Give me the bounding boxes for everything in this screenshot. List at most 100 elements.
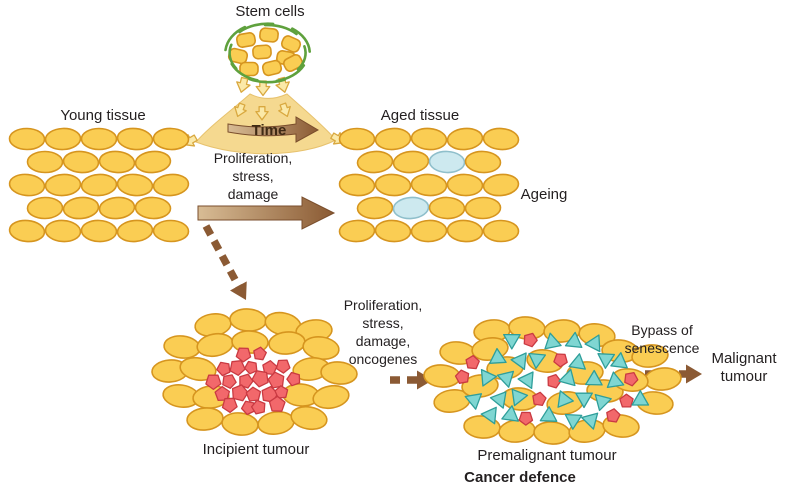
- tumour-red-cell: [624, 371, 639, 387]
- tissue-cell: [44, 219, 82, 243]
- green-squiggle: [296, 45, 307, 71]
- tissue-cell: [464, 150, 502, 174]
- proliferation-line-3: damage: [228, 186, 279, 202]
- tumour-red-cell: [275, 359, 291, 374]
- tumour-red-cell: [239, 373, 254, 389]
- tissue-cell: [98, 196, 136, 220]
- tumour-yellow-cell: [163, 335, 201, 359]
- tumour-red-cell: [222, 374, 237, 389]
- stem-cell: [236, 32, 256, 48]
- small-arrow-icon: [234, 102, 247, 118]
- tumour-red-cell: [253, 346, 267, 361]
- tumour-teal-cell: [544, 332, 562, 350]
- young-tissue-label: Young tissue: [60, 107, 145, 124]
- time-arrow: [227, 116, 320, 143]
- tumour-teal-cell: [464, 393, 483, 410]
- tissue-cell: [392, 150, 430, 174]
- cancer-defence-label: Cancer defence: [464, 469, 576, 486]
- premalignant-tumour-label: Premalignant tumour: [477, 447, 616, 464]
- tissue-cell: [152, 173, 190, 197]
- tissue-cell: [374, 127, 412, 151]
- tissue-cell: [410, 127, 448, 151]
- tumour-teal-cell: [528, 352, 547, 370]
- premalignant-tumour-cells: [423, 316, 682, 445]
- tumour-red-cell: [267, 371, 285, 389]
- bypass-line-2: senescence: [625, 340, 700, 356]
- oncogenes-line-3: damage,: [356, 333, 410, 349]
- tumour-teal-cell: [558, 368, 576, 387]
- tumour-teal-cell: [568, 353, 586, 370]
- tumour-red-cell: [229, 360, 246, 376]
- stem-cell: [261, 59, 283, 77]
- tissue-cell: [116, 127, 154, 151]
- tumour-teal-cell: [539, 406, 558, 422]
- tumour-red-cell: [244, 360, 258, 375]
- tissue-cell: [8, 127, 46, 151]
- tumour-yellow-cell: [290, 405, 328, 431]
- malignant-tumour-line-1: Malignant: [711, 350, 777, 367]
- tumour-yellow-cell: [257, 411, 295, 435]
- stem-cell: [239, 61, 259, 77]
- tissue-cell: [152, 219, 190, 243]
- green-squiggle: [263, 23, 298, 36]
- tumour-teal-cell: [597, 353, 616, 369]
- proliferation-line-1: Proliferation,: [214, 150, 293, 166]
- green-squiggle: [291, 27, 311, 53]
- stem-cell: [282, 53, 304, 73]
- tumour-red-cell: [465, 354, 480, 370]
- tumour-yellow-cell: [221, 412, 259, 436]
- small-arrow-icon: [255, 106, 269, 121]
- tissue-cell: [446, 127, 484, 151]
- tissue-cell: [80, 173, 118, 197]
- green-squiggle: [228, 43, 238, 70]
- senescent-cell: [392, 196, 430, 220]
- tissue-cell: [374, 219, 412, 243]
- tumour-teal-cell: [581, 412, 599, 430]
- tissue-cell: [116, 219, 154, 243]
- tumour-teal-cell: [564, 331, 583, 349]
- tissue-cell: [356, 196, 394, 220]
- tissue-cell: [134, 150, 172, 174]
- small-arrow-icon: [278, 102, 291, 118]
- tumour-teal-cell: [501, 405, 519, 422]
- tissue-cell: [62, 196, 100, 220]
- tumour-red-cell: [454, 369, 470, 384]
- tissue-cell: [338, 173, 376, 197]
- aged-tissue-label: Aged tissue: [381, 107, 459, 124]
- oncogenes-line-2: stress,: [362, 315, 403, 331]
- tumour-red-cell: [205, 374, 222, 391]
- tumour-yellow-cell: [631, 344, 669, 368]
- time-funnel: [183, 76, 345, 155]
- tumour-teal-cell: [594, 393, 612, 412]
- tissue-cell: [428, 196, 466, 220]
- tumour-teal-cell: [496, 370, 515, 388]
- tissue-cell: [134, 196, 172, 220]
- tumour-red-cell: [547, 373, 562, 389]
- proliferation-line-2: stress,: [232, 168, 273, 184]
- tumour-red-cell: [235, 347, 252, 363]
- tumour-red-cell: [250, 399, 266, 415]
- incipient-tumour-label: Incipient tumour: [203, 441, 310, 458]
- tumour-red-cell: [518, 411, 534, 426]
- tumour-yellow-cell: [533, 421, 571, 445]
- stem-cell: [280, 35, 302, 53]
- tissue-cell: [26, 150, 64, 174]
- malignant-tumour-line-2: tumour: [721, 368, 768, 385]
- tumour-red-cell: [216, 361, 231, 377]
- tissue-cell: [26, 196, 64, 220]
- tissue-cell: [356, 150, 394, 174]
- tumour-red-cell: [245, 386, 262, 402]
- tumour-red-cell: [221, 397, 238, 414]
- oncogenes-line-1: Proliferation,: [344, 297, 423, 313]
- tissue-cell: [116, 173, 154, 197]
- stem-cell: [252, 44, 272, 60]
- tumour-teal-cell: [631, 390, 650, 406]
- tissue-cell: [374, 173, 412, 197]
- tumour-teal-cell: [564, 413, 583, 430]
- tissue-cell: [62, 150, 100, 174]
- ageing-label: Ageing: [521, 186, 568, 203]
- oncogenes-line-4: oncogenes: [349, 351, 418, 367]
- tissue-cell: [446, 219, 484, 243]
- tumour-teal-cell: [557, 390, 574, 408]
